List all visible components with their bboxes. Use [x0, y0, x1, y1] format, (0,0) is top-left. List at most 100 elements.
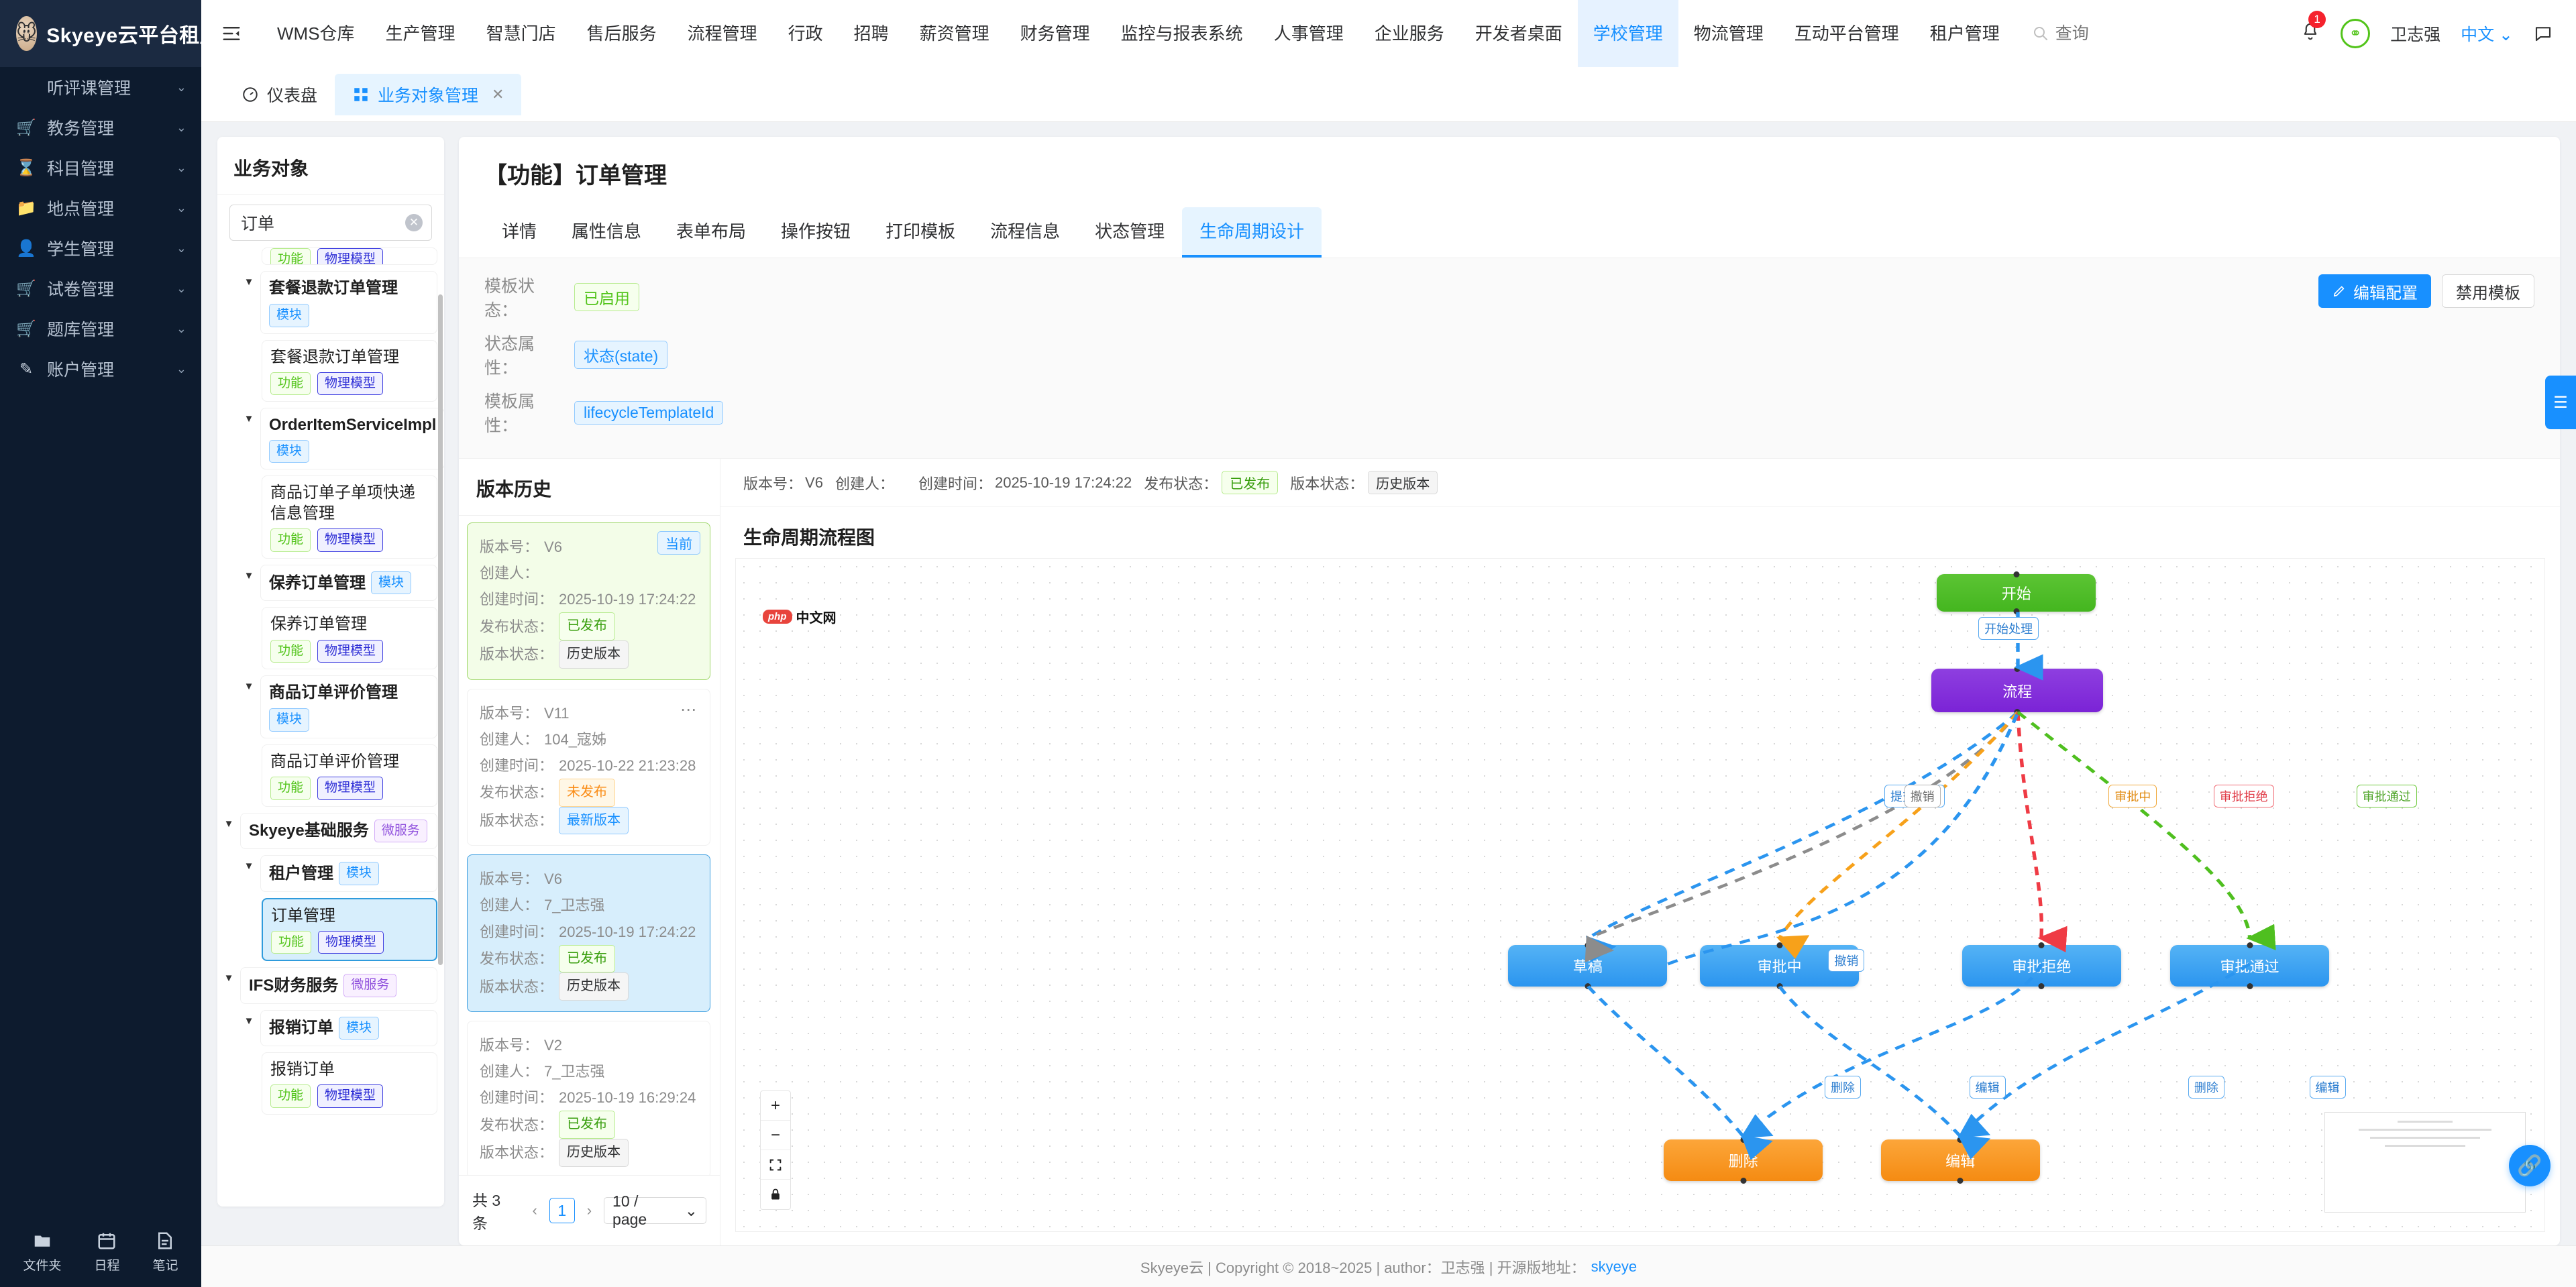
clear-icon[interactable]: ✕ — [405, 214, 423, 231]
tree-node[interactable]: ▼ 套餐退款订单管理 模块 — [243, 271, 437, 334]
tree-node[interactable]: ▼ 租户管理 模块 — [243, 855, 437, 892]
search-input[interactable] — [2055, 23, 2156, 44]
tree-scrollbar[interactable] — [438, 294, 443, 965]
sidebar-item-account[interactable]: ✎ 账户管理 ⌄ — [0, 349, 201, 389]
version-card[interactable]: ⋯ 版本号：V11 创建人：104_寇姊 创建时间：2025-10-22 21:… — [467, 688, 710, 846]
tree-node[interactable]: 商品订单子单项快递信息管理 功能 物理模型 — [262, 475, 437, 559]
flow-node-process[interactable]: 流程 — [1931, 666, 2104, 715]
tree-node-box[interactable]: Skyeye基础服务 微服务 — [240, 812, 437, 849]
nav-item-finance[interactable]: 财务管理 — [1020, 23, 1090, 44]
avatar[interactable]: ⚭ — [2341, 19, 2371, 48]
edge-label-edit-right[interactable]: 编辑 — [2309, 1076, 2346, 1099]
tab-dashboard[interactable]: 仪表盘 — [224, 74, 335, 115]
nav-item-developer-desktop[interactable]: 开发者桌面 — [1474, 23, 1562, 44]
sidebar-item-exam-paper[interactable]: 🛒 试卷管理 ⌄ — [0, 268, 201, 309]
message-icon[interactable] — [2533, 23, 2553, 44]
disable-template-button[interactable]: 禁用模板 — [2442, 274, 2534, 308]
tree-node-box[interactable]: 套餐退款订单管理 功能 物理模型 — [262, 339, 437, 402]
edge-label-approval-passed[interactable]: 审批通过 — [2356, 785, 2417, 807]
tree-node[interactable]: ▼ IFS财务服务 微服务 — [223, 967, 437, 1004]
nav-item-smart-store[interactable]: 智慧门店 — [486, 23, 556, 44]
nav-item-after-sales[interactable]: 售后服务 — [586, 23, 657, 44]
flow-node-start[interactable]: 开始 — [1937, 571, 2096, 615]
tree-node-box[interactable]: 商品订单评价管理 模块 — [260, 675, 437, 738]
tree-node-box[interactable]: 功能 物理模型 — [262, 247, 437, 265]
tree-search-input[interactable] — [229, 205, 432, 241]
flow-node-edit[interactable]: 编辑 — [1880, 1136, 2040, 1184]
tab-attribute-info[interactable]: 属性信息 — [572, 221, 642, 241]
tab-form-layout[interactable]: 表单布局 — [676, 221, 747, 241]
caret-down-icon[interactable]: ▼ — [244, 860, 254, 872]
sidebar-item-subject[interactable]: ⌛ 科目管理 ⌄ — [0, 148, 201, 188]
tab-print-template[interactable]: 打印模板 — [885, 221, 956, 241]
nav-item-production[interactable]: 生产管理 — [385, 23, 455, 44]
zoom-in-icon[interactable]: + — [761, 1091, 790, 1121]
sidebar-item-student[interactable]: 👤 学生管理 ⌄ — [0, 228, 201, 268]
caret-down-icon[interactable]: ▼ — [223, 972, 234, 985]
caret-down-icon[interactable]: ▼ — [244, 681, 254, 693]
sidebar-bottom-folder[interactable]: 文件夹 — [23, 1231, 62, 1274]
tree-node-box[interactable]: OrderItemServiceImpl 模块 — [260, 408, 444, 470]
edge-label-approval-rejected[interactable]: 审批拒绝 — [2213, 785, 2274, 807]
caret-down-icon[interactable]: ▼ — [244, 1015, 254, 1027]
user-name[interactable]: 卫志强 — [2390, 25, 2441, 44]
page-size-select[interactable]: 10 / page ⌄ — [604, 1192, 706, 1228]
tree-node-box[interactable]: 商品订单子单项快递信息管理 功能 物理模型 — [262, 475, 437, 559]
nav-item-logistics[interactable]: 物流管理 — [1693, 23, 1764, 44]
edge-label-start-process[interactable]: 开始处理 — [1978, 617, 2039, 640]
tree-node[interactable]: 功能 物理模型 — [262, 247, 437, 265]
chevron-right-icon[interactable]: › — [586, 1202, 592, 1219]
tree-node-box[interactable]: 报销订单 模块 — [260, 1009, 437, 1047]
canvas-minimap[interactable] — [2324, 1112, 2526, 1213]
side-drawer-toggle[interactable]: ☰ — [2545, 376, 2576, 429]
flow-node-approved[interactable]: 审批通过 — [2169, 942, 2330, 989]
close-icon[interactable]: ✕ — [492, 85, 504, 103]
nav-item-wms[interactable]: WMS仓库 — [277, 23, 355, 44]
sidebar-bottom-note[interactable]: 笔记 — [152, 1231, 178, 1274]
sidebar-item-class-observation[interactable]: 听评课管理 ⌄ — [0, 67, 201, 107]
tree-node[interactable]: ▼ 报销订单 模块 — [243, 1009, 437, 1047]
lock-canvas-icon[interactable] — [761, 1180, 790, 1209]
flowchart-canvas[interactable]: php 中文网 — [735, 558, 2545, 1232]
tab-process-info[interactable]: 流程信息 — [990, 221, 1061, 241]
edge-label-delete-left[interactable]: 删除 — [1824, 1076, 1861, 1099]
caret-down-icon[interactable]: ▼ — [244, 413, 254, 425]
nav-item-tenant[interactable]: 租户管理 — [1929, 23, 2000, 44]
page-button-1[interactable]: 1 — [549, 1198, 575, 1223]
flow-node-draft[interactable]: 草稿 — [1508, 942, 1668, 989]
caret-down-icon[interactable]: ▼ — [244, 569, 254, 581]
chevron-left-icon[interactable]: ‹ — [532, 1202, 537, 1219]
sidebar-item-academic-affairs[interactable]: 🛒 教务管理 ⌄ — [0, 107, 201, 148]
sidebar-bottom-calendar[interactable]: 日程 — [94, 1231, 120, 1274]
fit-view-icon[interactable] — [761, 1150, 790, 1180]
tree-node-box[interactable]: 租户管理 模块 — [260, 855, 437, 892]
floating-action-button[interactable]: 🔗 — [2509, 1145, 2551, 1186]
tree-node-box[interactable]: 套餐退款订单管理 模块 — [260, 271, 437, 334]
sidebar-item-question-bank[interactable]: 🛒 题库管理 ⌄ — [0, 309, 201, 349]
version-card[interactable]: 版本号：V2 创建人：7_卫志强 创建时间：2025-10-19 16:29:2… — [467, 1020, 710, 1175]
tree-node[interactable]: 报销订单 功能 物理模型 — [262, 1052, 437, 1115]
collapse-menu-icon[interactable] — [201, 23, 262, 44]
tree-node-box[interactable]: 保养订单管理 功能 物理模型 — [262, 607, 437, 670]
tree-node[interactable]: ▼ 商品订单评价管理 模块 — [243, 675, 437, 738]
version-card-selected[interactable]: 版本号：V6 创建人：7_卫志强 创建时间：2025-10-19 17:24:2… — [467, 854, 710, 1012]
tab-lifecycle-design[interactable]: 生命周期设计 — [1182, 207, 1322, 258]
ellipsis-icon[interactable]: ⋯ — [680, 700, 698, 719]
edge-label-revoke[interactable]: 撤销 — [1828, 948, 1865, 972]
tree-node[interactable]: ▼ OrderItemServiceImpl 模块 — [243, 408, 444, 470]
tree-node-box[interactable]: 订单管理 功能 物理模型 — [262, 897, 437, 962]
edge-label-revoke-gray[interactable]: 撤销 — [1904, 785, 1941, 807]
language-switcher[interactable]: 中文 ⌄ — [2461, 25, 2513, 44]
tab-state-management[interactable]: 状态管理 — [1095, 221, 1165, 241]
tree-node-box[interactable]: 商品订单评价管理 功能 物理模型 — [262, 744, 437, 807]
nav-item-enterprise-service[interactable]: 企业服务 — [1374, 23, 1444, 44]
tree-node[interactable]: ▼ Skyeye基础服务 微服务 — [223, 812, 437, 849]
nav-item-admin[interactable]: 行政 — [788, 23, 823, 44]
nav-item-interactive-platform[interactable]: 互动平台管理 — [1794, 23, 1899, 44]
nav-item-hr[interactable]: 人事管理 — [1273, 23, 1344, 44]
tree-node[interactable]: ▼ 保养订单管理 模块 — [243, 564, 437, 602]
zoom-out-icon[interactable]: − — [761, 1121, 790, 1150]
caret-down-icon[interactable]: ▼ — [244, 276, 254, 288]
tab-business-object-management[interactable]: 业务对象管理 ✕ — [335, 73, 522, 115]
global-search[interactable] — [2033, 23, 2156, 44]
